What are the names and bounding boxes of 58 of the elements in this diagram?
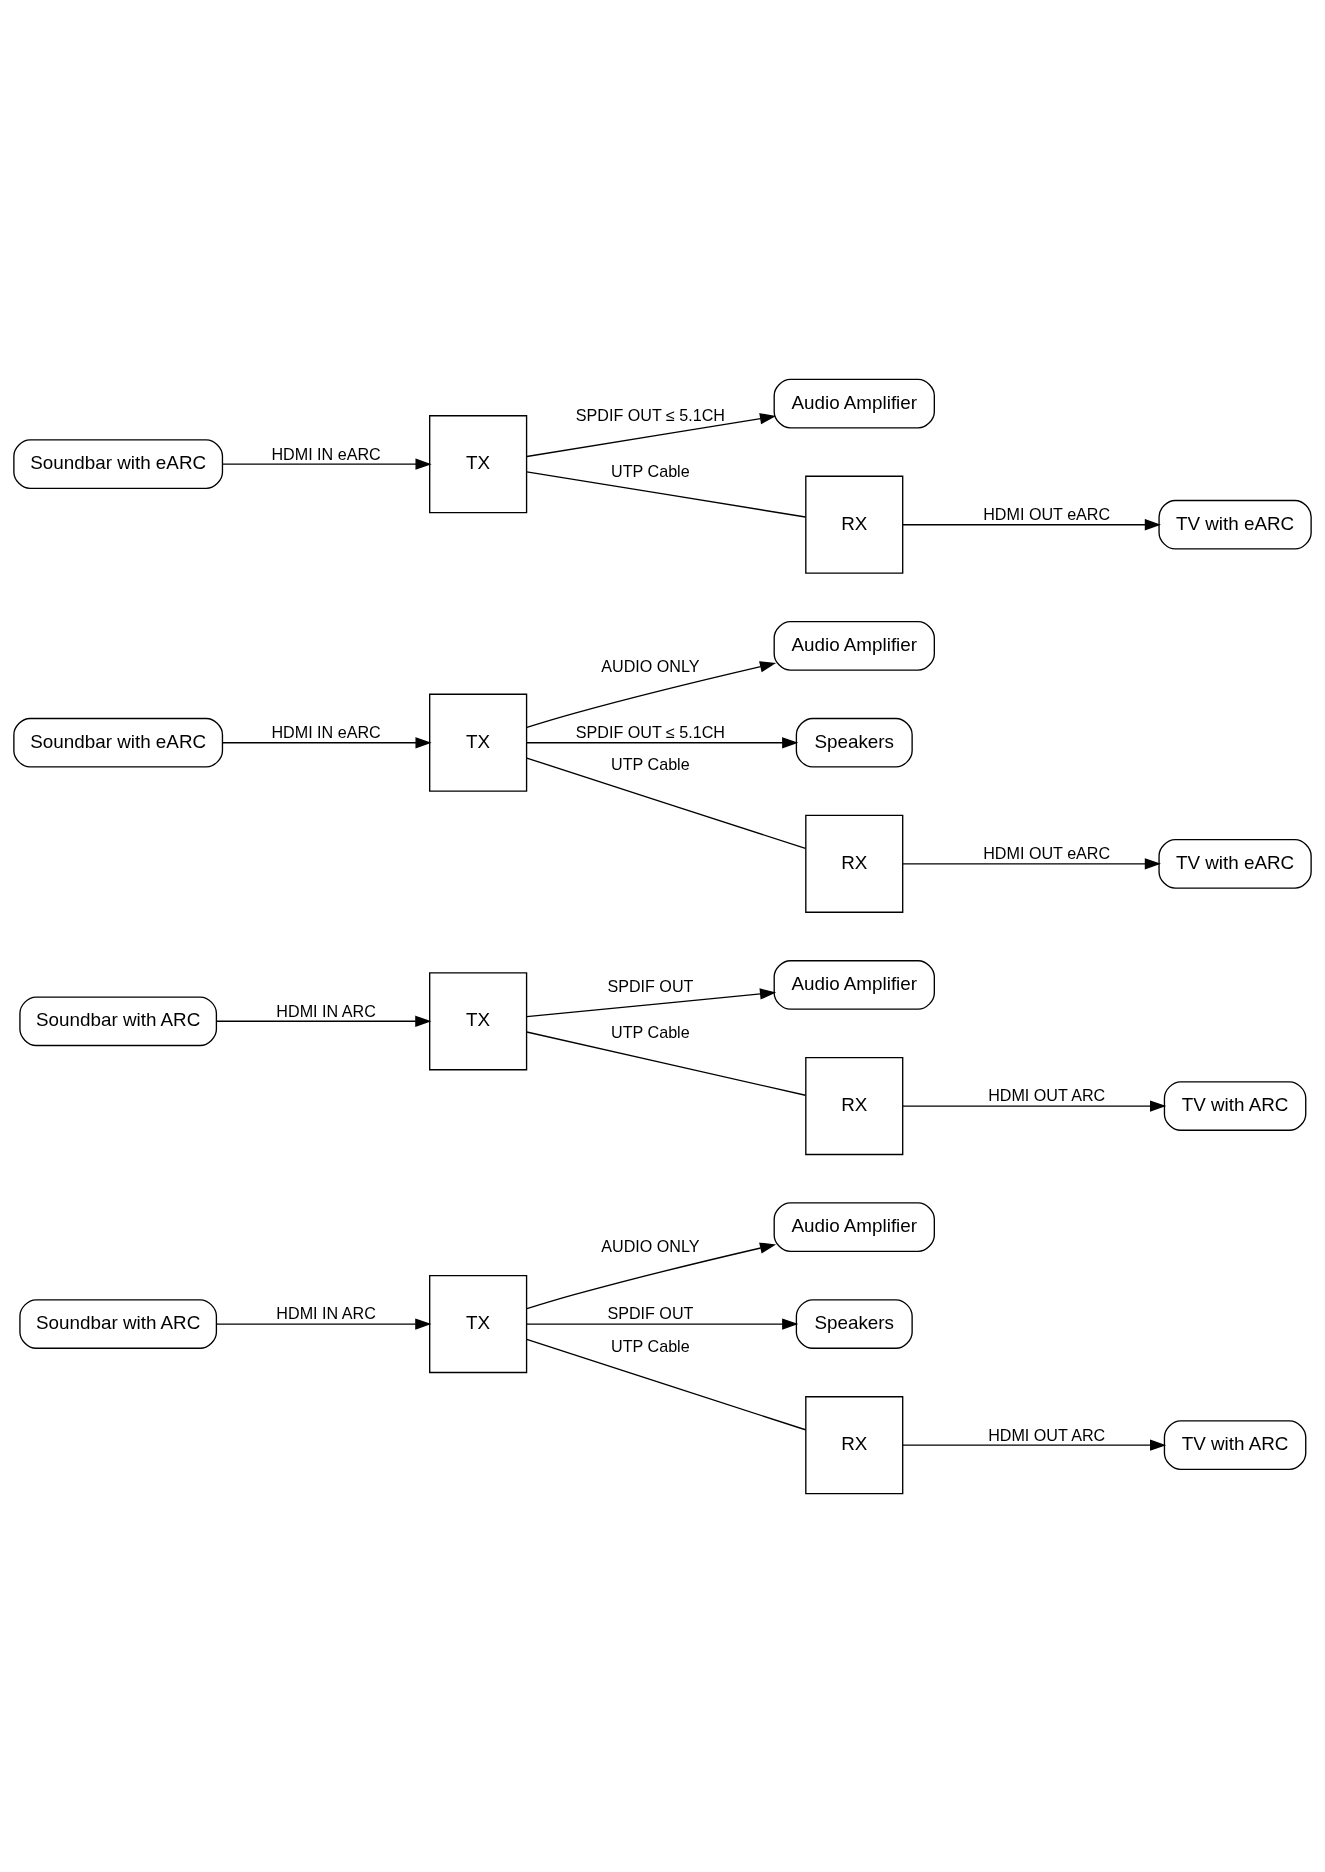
node-box: TX — [429, 414, 528, 513]
node-box: Audio Amplifier — [773, 959, 935, 1010]
node-box: Audio Amplifier — [773, 378, 935, 428]
node-box: Soundbar with ARC — [19, 1298, 218, 1349]
arrow — [902, 1439, 1167, 1451]
arrow — [902, 1099, 1167, 1112]
node-box: RX — [805, 1395, 904, 1494]
connector — [526, 470, 807, 518]
edge-label: UTP Cable — [611, 1022, 690, 1041]
edge-label: SPDIF OUT ≤ 5.1CH — [575, 722, 726, 741]
edge-label: HDMI OUT ARC — [988, 1085, 1106, 1104]
node-box: TX — [429, 971, 528, 1070]
arrow — [526, 660, 777, 728]
edge-label: AUDIO ONLY — [601, 656, 700, 675]
arrow — [216, 1015, 432, 1027]
node-box: Audio Amplifier — [773, 620, 935, 671]
arrow — [526, 1242, 777, 1309]
edge-label: AUDIO ONLY — [601, 1236, 700, 1255]
edge-label: HDMI IN ARC — [276, 1001, 376, 1020]
node-box: TV with eARC — [1158, 499, 1312, 550]
arrow — [526, 1317, 799, 1330]
node-box: Soundbar with ARC — [19, 995, 218, 1046]
edge-label: SPDIF OUT — [607, 976, 694, 995]
arrow — [222, 458, 432, 470]
edge-label: HDMI IN ARC — [276, 1303, 376, 1322]
node-box: TX — [429, 1274, 528, 1373]
node-box: RX — [805, 814, 904, 913]
edge-label: UTP Cable — [611, 1336, 690, 1355]
arrow — [902, 518, 1161, 530]
node-box: RX — [805, 1056, 904, 1155]
edge-label: HDMI OUT ARC — [988, 1425, 1106, 1444]
arrow — [902, 857, 1161, 869]
node-box: Soundbar with eARC — [13, 717, 224, 768]
arrow — [222, 736, 432, 748]
node-box: Speakers — [795, 1298, 913, 1349]
node-box: Speakers — [795, 717, 913, 768]
edge-label: HDMI OUT eARC — [983, 843, 1111, 862]
node-box: TV with eARC — [1158, 838, 1312, 889]
edge-label: SPDIF OUT — [607, 1303, 694, 1322]
connector — [526, 1030, 807, 1096]
node-box: RX — [805, 475, 904, 574]
arrow — [526, 987, 777, 1017]
connector — [526, 756, 807, 849]
edge-label: HDMI IN eARC — [271, 722, 381, 741]
node-box: TV with ARC — [1163, 1419, 1307, 1470]
node-box: Audio Amplifier — [773, 1201, 935, 1252]
arrow — [526, 736, 799, 748]
edge-label: UTP Cable — [611, 754, 690, 773]
node-box: TX — [429, 693, 528, 792]
node-box: Soundbar with eARC — [13, 438, 224, 489]
edge-label: UTP Cable — [611, 461, 690, 480]
edge-label: HDMI OUT eARC — [983, 504, 1111, 523]
edge-label: HDMI IN eARC — [271, 444, 381, 463]
node-box: TV with ARC — [1163, 1080, 1307, 1131]
connector — [526, 1338, 807, 1430]
edge-label: SPDIF OUT ≤ 5.1CH — [575, 405, 726, 424]
arrow — [526, 412, 777, 457]
arrow — [216, 1317, 432, 1330]
